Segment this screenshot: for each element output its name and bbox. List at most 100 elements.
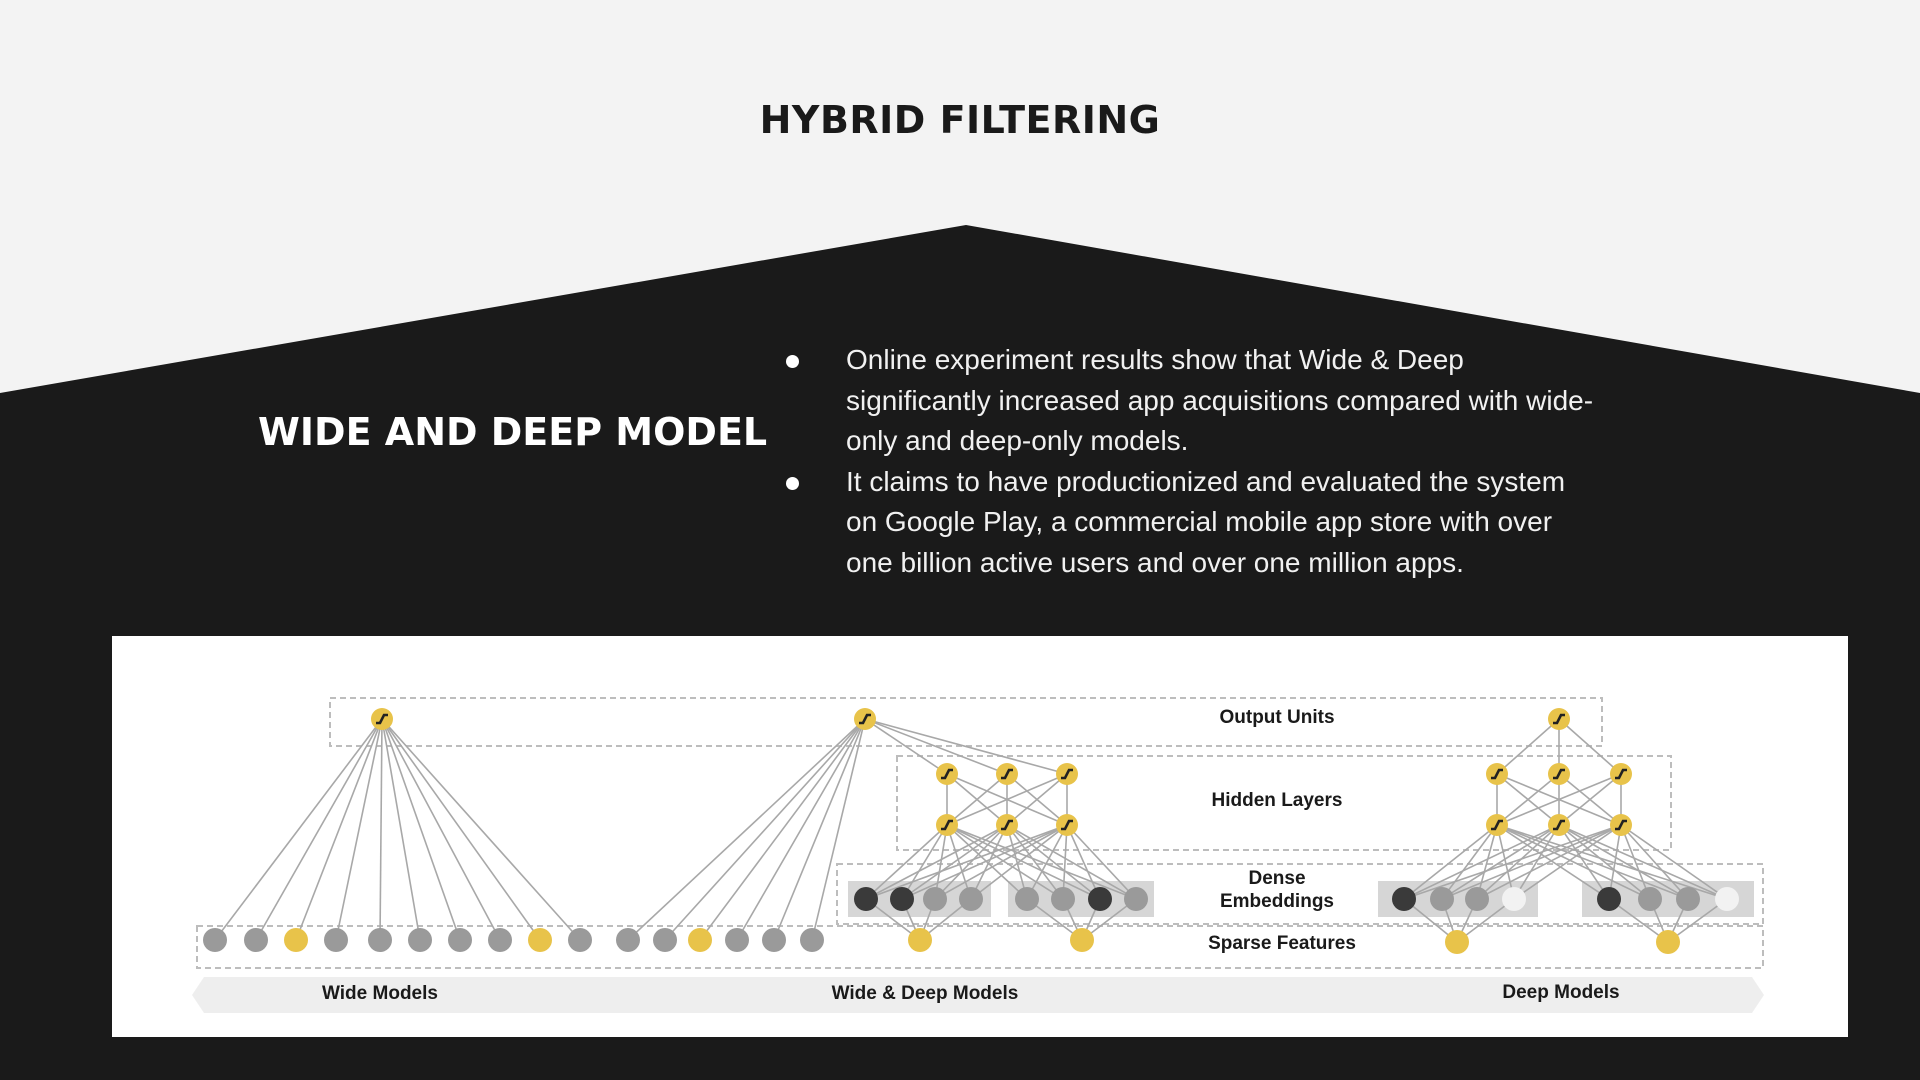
connection-edge — [1026, 824, 1068, 900]
connection-edge — [934, 824, 1068, 900]
activation-glyph-icon — [1615, 768, 1627, 780]
connection-edge — [946, 824, 972, 900]
connection-edge — [1476, 824, 1622, 900]
connection-edge — [864, 718, 1008, 775]
wide-and-deep-diagram: Output Units Hidden Layers Dense Embeddi… — [112, 636, 1848, 1037]
activation-glyph-icon — [1615, 819, 1627, 831]
connection-edge — [1513, 824, 1560, 900]
connection-edge — [214, 718, 383, 941]
sparse-feature-node — [616, 928, 640, 952]
connection-edge — [773, 718, 866, 941]
connection-edge — [736, 718, 866, 941]
sparse-feature-node — [1445, 930, 1469, 954]
connection-edge — [381, 718, 461, 941]
section-heading: WIDE AND DEEP MODEL — [258, 410, 768, 454]
connection-edge — [946, 824, 1064, 900]
bullet-dot-icon — [786, 476, 799, 490]
connection-edge — [970, 824, 1068, 900]
label-sparse-features: Sparse Features — [1208, 933, 1356, 954]
connection-edge — [934, 824, 1008, 900]
sparse-feature-node — [688, 928, 712, 952]
sparse-features-box — [196, 925, 1764, 969]
connection-edge — [1620, 824, 1651, 900]
activation-glyph-icon — [1491, 819, 1503, 831]
label-output-units: Output Units — [1219, 707, 1334, 728]
connection-edge — [1496, 824, 1728, 900]
sparse-feature-node — [725, 928, 749, 952]
activation-glyph-icon — [941, 768, 953, 780]
label-wide-deep-models: Wide & Deep Models — [832, 983, 1019, 1004]
connection-edge — [1062, 824, 1068, 900]
connection-edge — [1441, 824, 1560, 900]
connection-edge — [1006, 824, 1137, 900]
bullet-item: It claims to have productionized and eva… — [780, 462, 1600, 584]
dense-embedding-node — [1392, 887, 1416, 911]
connection-edge — [335, 718, 383, 941]
activation-glyph-icon — [1061, 819, 1073, 831]
connection-edge — [970, 824, 1008, 900]
sparse-feature-node — [408, 928, 432, 952]
connection-edge — [699, 718, 866, 941]
connection-edge — [1441, 824, 1622, 900]
sparse-feature-node — [488, 928, 512, 952]
sparse-feature-node — [762, 928, 786, 952]
label-hidden-layers: Hidden Layers — [1212, 790, 1343, 811]
connection-edge — [1558, 773, 1622, 826]
connection-edge — [1403, 824, 1498, 900]
label-dense-line1: Dense — [1248, 868, 1305, 889]
connection-edge — [946, 824, 1137, 900]
connection-edge — [811, 718, 866, 941]
sparse-feature-node — [448, 928, 472, 952]
connection-edge — [1558, 824, 1610, 900]
sparse-feature-node — [203, 928, 227, 952]
dense-embedding-node — [1597, 887, 1621, 911]
dense-embedding-node — [959, 887, 983, 911]
model-label-band — [192, 977, 1764, 1013]
connection-edge — [1403, 824, 1560, 900]
dense-embedding-node — [1124, 887, 1148, 911]
dense-embedding-node — [1015, 887, 1039, 911]
connection-edge — [1620, 824, 1689, 900]
connection-edge — [1476, 824, 1498, 900]
connection-edge — [946, 824, 1028, 900]
connection-edge — [1006, 824, 1028, 900]
connection-edge — [1496, 824, 1689, 900]
connection-edge — [901, 824, 1008, 900]
activation-glyph-icon — [376, 713, 388, 725]
connection-edge — [1476, 824, 1560, 900]
dense-embedding-node — [1502, 887, 1526, 911]
bullet-text: It claims to have productionized and eva… — [846, 465, 1566, 578]
sparse-feature-node — [653, 928, 677, 952]
connection-edge — [381, 718, 541, 941]
connection-edge — [627, 718, 866, 941]
connection-edge — [381, 718, 581, 941]
connection-edge — [1066, 824, 1137, 900]
connection-edge — [381, 718, 421, 941]
bullet-text: Online experiment results show that Wide… — [846, 344, 1594, 456]
label-dense-line2: Embeddings — [1220, 891, 1334, 912]
connection-edge — [1006, 824, 1064, 900]
hidden-layers-box — [896, 755, 1672, 851]
connection-edge — [865, 824, 1008, 900]
dense-embedding-node — [1715, 887, 1739, 911]
connection-edge — [1496, 773, 1560, 826]
label-wide-models: Wide Models — [322, 983, 438, 1004]
connection-edge — [1496, 824, 1651, 900]
sparse-feature-node — [284, 928, 308, 952]
sparse-feature-node — [368, 928, 392, 952]
connection-edge — [1620, 824, 1728, 900]
connection-edge — [1667, 898, 1728, 943]
activation-glyph-icon — [1553, 713, 1565, 725]
connection-edge — [946, 824, 1101, 900]
activation-glyph-icon — [1553, 819, 1565, 831]
page-title: HYBRID FILTERING — [759, 98, 1161, 142]
connection-edge — [255, 718, 383, 941]
dense-embedding-node — [854, 887, 878, 911]
connection-edge — [1513, 824, 1622, 900]
connection-edge — [1441, 824, 1498, 900]
connection-edge — [901, 824, 1068, 900]
connection-edge — [379, 718, 383, 941]
activation-glyph-icon — [1001, 819, 1013, 831]
dense-embedding-node — [1430, 887, 1454, 911]
connection-edge — [1558, 718, 1622, 775]
